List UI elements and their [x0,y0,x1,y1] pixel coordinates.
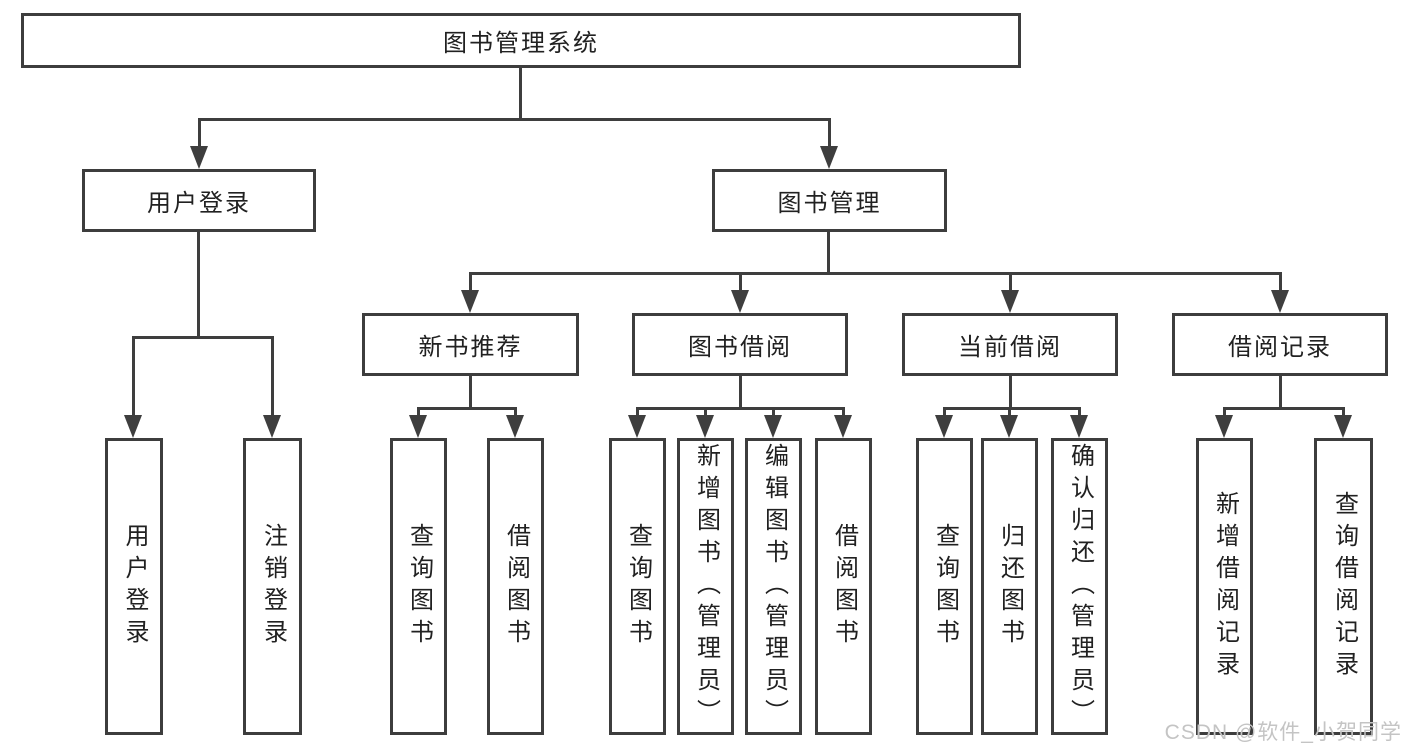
connector-to-user-login [198,118,201,146]
leaf-bb-edit-book: 编辑图书（管理员） [745,438,802,735]
connector-to-cb-confirm [1078,407,1081,415]
leaf-cb-confirm-return: 确认归还（管理员） [1051,438,1108,735]
arrowhead-to-bb-edit [764,415,782,438]
leaf-bb-query-book: 查询图书 [609,438,666,735]
leaf-br-query-record: 查询借阅记录 [1314,438,1373,735]
connector-to-br-add [1223,407,1226,415]
connector-login-bus [132,336,273,339]
connector-to-nb-borrow [514,407,517,415]
arrowhead-to-bb-add [696,415,714,438]
arrowhead-to-br-add [1215,415,1233,438]
arrowhead-to-new-book-rec [461,290,479,313]
arrowhead-to-bb-borrow [834,415,852,438]
arrowhead-to-book-borrow [731,290,749,313]
connector-current-bus [944,407,1081,410]
leaf-nb-borrow-book: 借阅图书 [487,438,544,735]
arrowhead-to-nb-borrow [506,415,524,438]
leaf-logout: 注销登录 [243,438,302,735]
connector-mgmt-drop [827,232,830,272]
leaf-nb-query-book: 查询图书 [390,438,447,735]
node-new-book-rec: 新书推荐 [362,313,579,376]
connector-to-bb-borrow [842,407,845,415]
leaf-cb-query-book: 查询图书 [916,438,973,735]
arrowhead-to-cb-return [1000,415,1018,438]
connector-borrow-bus [637,407,845,410]
connector-to-bb-query [636,407,639,415]
connector-root-drop [519,68,522,118]
arrowhead-to-leaf-user-login [124,415,142,438]
node-borrow-records: 借阅记录 [1172,313,1388,376]
node-book-mgmt: 图书管理 [712,169,947,232]
arrowhead-to-current-borrow [1001,290,1019,313]
node-current-borrow: 当前借阅 [902,313,1118,376]
connector-to-borrow-records [1279,272,1282,290]
connector-login-drop [197,232,200,336]
connector-records-bus [1224,407,1345,410]
leaf-user-login: 用户登录 [105,438,163,735]
connector-to-nb-query [417,407,420,415]
arrowhead-to-book-mgmt [820,146,838,169]
connector-current-drop [1009,376,1012,407]
connector-to-bb-add [704,407,707,415]
connector-to-book-mgmt [828,118,831,146]
leaf-cb-return-book: 归还图书 [981,438,1038,735]
leaf-br-add-record: 新增借阅记录 [1196,438,1253,735]
leaf-bb-borrow-book: 借阅图书 [815,438,872,735]
connector-to-bb-edit [772,407,775,415]
connector-to-current-borrow [1009,272,1012,290]
connector-to-book-borrow [739,272,742,290]
connector-newbook-drop [469,376,472,407]
connector-to-new-book-rec [469,272,472,290]
arrowhead-to-nb-query [409,415,427,438]
arrowhead-to-cb-query [935,415,953,438]
arrowhead-to-borrow-records [1271,290,1289,313]
arrowhead-to-user-login [190,146,208,169]
connector-to-cb-return [1008,407,1011,415]
connector-newbook-bus [418,407,517,410]
connector-to-br-query [1342,407,1345,415]
leaf-bb-add-book: 新增图书（管理员） [677,438,734,735]
arrowhead-to-br-query [1334,415,1352,438]
arrowhead-to-bb-query [628,415,646,438]
node-library-management-system: 图书管理系统 [21,13,1021,68]
connector-records-drop [1279,376,1282,407]
connector-root-bus [198,118,831,121]
csdn-watermark: CSDN @软件_小贺同学 [1164,721,1402,744]
connector-to-leaf-logout [271,336,274,415]
connector-borrow-drop [739,376,742,407]
connector-to-cb-query [943,407,946,415]
node-user-login: 用户登录 [82,169,316,232]
arrowhead-to-cb-confirm [1070,415,1088,438]
node-book-borrow: 图书借阅 [632,313,848,376]
connector-to-leaf-user-login [132,336,135,415]
arrowhead-to-leaf-logout [263,415,281,438]
connector-mgmt-bus [469,272,1282,275]
